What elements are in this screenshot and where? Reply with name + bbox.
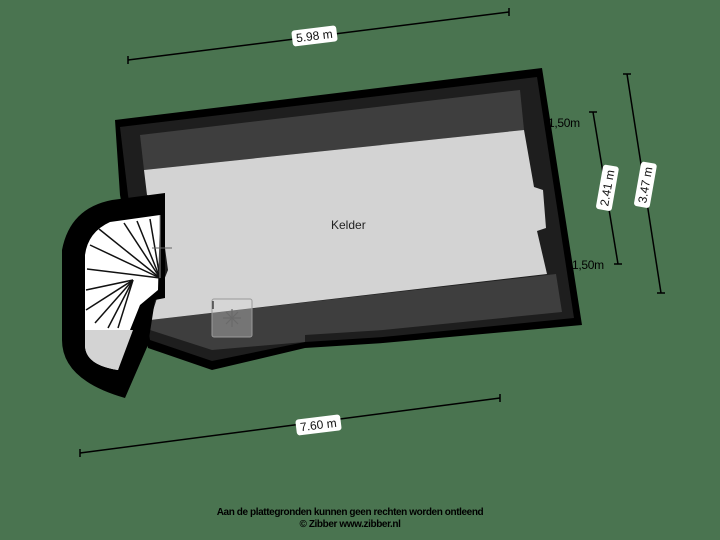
appliance-icon [211, 298, 253, 338]
low-ceiling-top [140, 90, 524, 170]
copyright-text: © Zibber www.zibber.nl [299, 519, 401, 530]
low-ceiling-bottom [150, 274, 562, 350]
room-label-kelder: Kelder [331, 218, 366, 232]
stair-treads [85, 218, 161, 329]
height-mark-upper: 1,50m [548, 116, 580, 130]
stair-landing [85, 330, 133, 370]
room-floor [144, 130, 547, 320]
disclaimer-text: Aan de plattegronden kunnen geen rechten… [216, 507, 484, 518]
height-mark-lower: 1,50m [572, 258, 604, 272]
